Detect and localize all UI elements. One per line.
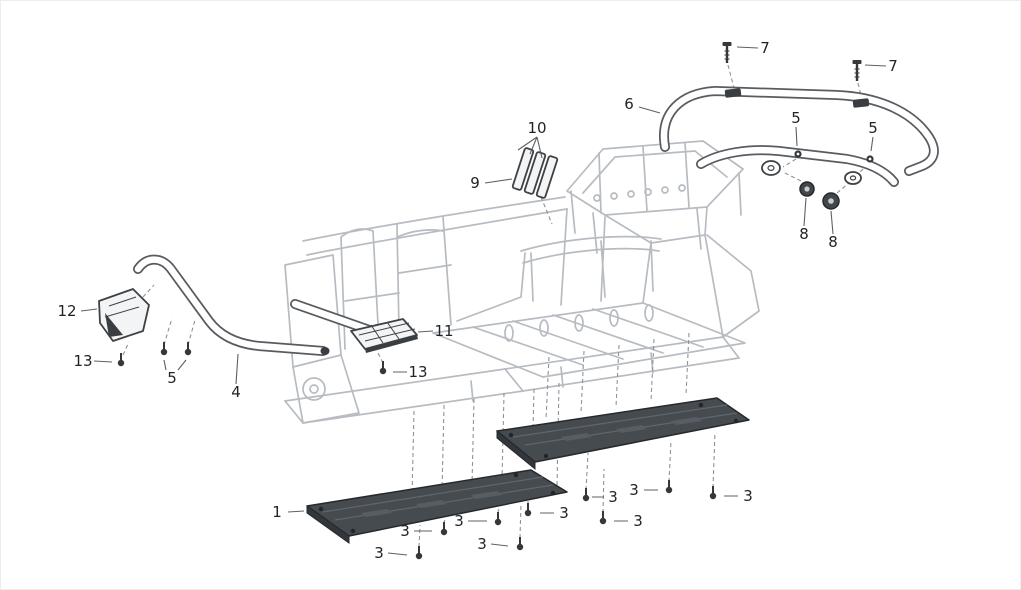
callout-3-9: 3: [374, 544, 384, 562]
washer-part-5: [794, 150, 802, 158]
callout-5-2: 5: [868, 119, 878, 137]
bushing-part-8: [822, 192, 840, 210]
screw-part-3: [414, 545, 424, 561]
screw-part-13: [378, 360, 388, 376]
mount-bracket-part-12: [98, 288, 150, 342]
floor-panel-part-1: [306, 469, 568, 544]
screw-part-3: [515, 536, 525, 552]
fastener-part-5: [159, 341, 169, 357]
screw-part-3: [439, 521, 449, 537]
callout-13-1: 13: [73, 352, 92, 370]
callout-6: 6: [624, 95, 634, 113]
callout-3-1: 3: [608, 488, 618, 506]
callout-3-7: 3: [400, 522, 410, 540]
screw-part-3: [493, 511, 503, 527]
callout-labels: 7 7 6 5 5 10 9 8 8 12 11 13 13 5 4 1 3 3…: [57, 39, 897, 562]
bumper-mount: [761, 160, 781, 176]
chassis-frame: [284, 140, 760, 424]
callout-4: 4: [231, 383, 241, 401]
callout-11: 11: [434, 322, 453, 340]
callout-3-6: 3: [454, 512, 464, 530]
callout-3-2: 3: [629, 481, 639, 499]
bolt-part-7: [851, 58, 863, 83]
callout-5-3: 5: [167, 369, 177, 387]
bumper-mount: [844, 171, 862, 185]
callout-8-2: 8: [828, 233, 838, 251]
bolt-part-7: [721, 40, 733, 65]
callout-7-1: 7: [760, 39, 770, 57]
screw-part-3: [581, 487, 591, 503]
callout-8-1: 8: [799, 225, 809, 243]
callout-10: 10: [527, 119, 546, 137]
callout-leader-lines: [80, 46, 887, 556]
front-bumper-part-4: [133, 254, 380, 356]
callout-3-4: 3: [559, 504, 569, 522]
footrest-plate-part-11: [350, 318, 418, 353]
callout-12: 12: [57, 302, 76, 320]
floor-panel-right: [496, 397, 750, 471]
bumper-bracket: [852, 98, 870, 108]
screw-part-3: [598, 510, 608, 526]
callout-3-8: 3: [477, 535, 487, 553]
bumper-end-cap: [320, 347, 330, 355]
decal-strips-part-9-10: [511, 147, 559, 199]
screw-part-3: [708, 485, 718, 501]
callout-5-1: 5: [791, 109, 801, 127]
bumper-bracket: [724, 88, 742, 98]
screw-part-3: [523, 502, 533, 518]
rear-bumper-part-6: [659, 86, 939, 187]
callout-13-2: 13: [408, 363, 427, 381]
bushing-part-8: [799, 181, 815, 197]
callout-7-2: 7: [888, 57, 898, 75]
fasteners: [116, 40, 874, 561]
fastener-part-5: [183, 341, 193, 357]
callout-9: 9: [470, 174, 480, 192]
screw-part-3: [664, 479, 674, 495]
callout-1: 1: [272, 503, 282, 521]
callout-3-3: 3: [743, 487, 753, 505]
washer-part-5: [866, 155, 874, 163]
callout-3-5: 3: [633, 512, 643, 530]
